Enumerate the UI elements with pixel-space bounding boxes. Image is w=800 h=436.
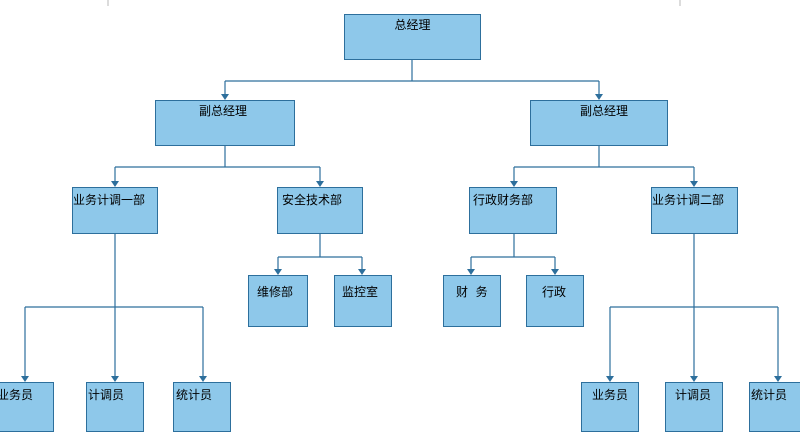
node-business-dept-2-label: 业务计调二部: [652, 193, 725, 207]
arrow-deputy-left: [221, 94, 229, 100]
node-deputy-right: 副总经理: [530, 100, 668, 146]
arrow-finance: [467, 269, 475, 275]
node-business-dept-1: 业务计调一部: [72, 187, 158, 234]
node-admin-finance-dept: 行政财务部: [469, 187, 557, 234]
arrow-r-dispatch: [690, 376, 698, 382]
arrow-maintenance: [274, 269, 282, 275]
node-admin: 行政: [526, 275, 584, 327]
arrow-business2: [690, 181, 698, 187]
node-maintenance: 维修部: [248, 275, 308, 327]
node-left-stats-label: 统计员: [176, 388, 213, 402]
arrow-monitor: [358, 269, 366, 275]
node-monitor-room: 监控室: [334, 275, 392, 327]
arrow-r-sales: [606, 376, 614, 382]
node-right-dispatch: 计调员: [665, 382, 723, 432]
node-left-sales-label: 业务员: [0, 388, 34, 402]
node-business-dept-1-label: 业务计调一部: [73, 193, 146, 207]
node-business-dept-2: 业务计调二部: [651, 187, 738, 234]
node-left-dispatch: 计调员: [86, 382, 144, 432]
arrow-l-sales: [21, 376, 29, 382]
node-maintenance-label: 维修部: [257, 285, 294, 299]
arrow-security: [316, 181, 324, 187]
node-right-dispatch-label: 计调员: [675, 388, 712, 402]
arrow-l-dispatch: [111, 376, 119, 382]
node-left-dispatch-label: 计调员: [88, 388, 125, 402]
arrow-admin-fin: [510, 181, 518, 187]
node-deputy-left-label: 副总经理: [199, 104, 248, 118]
node-right-stats-label: 统计员: [751, 388, 788, 402]
node-admin-finance-dept-label: 行政财务部: [473, 193, 534, 207]
node-admin-label: 行政: [542, 285, 567, 299]
arrow-deputy-right: [595, 94, 603, 100]
arrow-business1: [111, 181, 119, 187]
node-left-stats: 统计员: [173, 382, 231, 432]
node-right-stats: 统计员: [749, 382, 800, 432]
node-monitor-room-label: 监控室: [342, 285, 379, 299]
node-deputy-left: 副总经理: [155, 100, 295, 146]
node-finance-label: 财 务: [456, 285, 488, 299]
node-deputy-right-label: 副总经理: [580, 104, 629, 118]
node-security-dept: 安全技术部: [277, 187, 363, 234]
node-right-sales-label: 业务员: [592, 388, 629, 402]
node-finance: 财 务: [443, 275, 501, 327]
node-general-manager-label: 总经理: [394, 18, 431, 32]
node-left-sales: 业务员: [0, 382, 54, 432]
arrow-r-stats: [774, 376, 782, 382]
arrow-l-stats: [199, 376, 207, 382]
node-general-manager: 总经理: [344, 14, 481, 60]
node-security-dept-label: 安全技术部: [282, 193, 343, 207]
arrow-admin: [551, 269, 559, 275]
node-right-sales: 业务员: [581, 382, 639, 432]
